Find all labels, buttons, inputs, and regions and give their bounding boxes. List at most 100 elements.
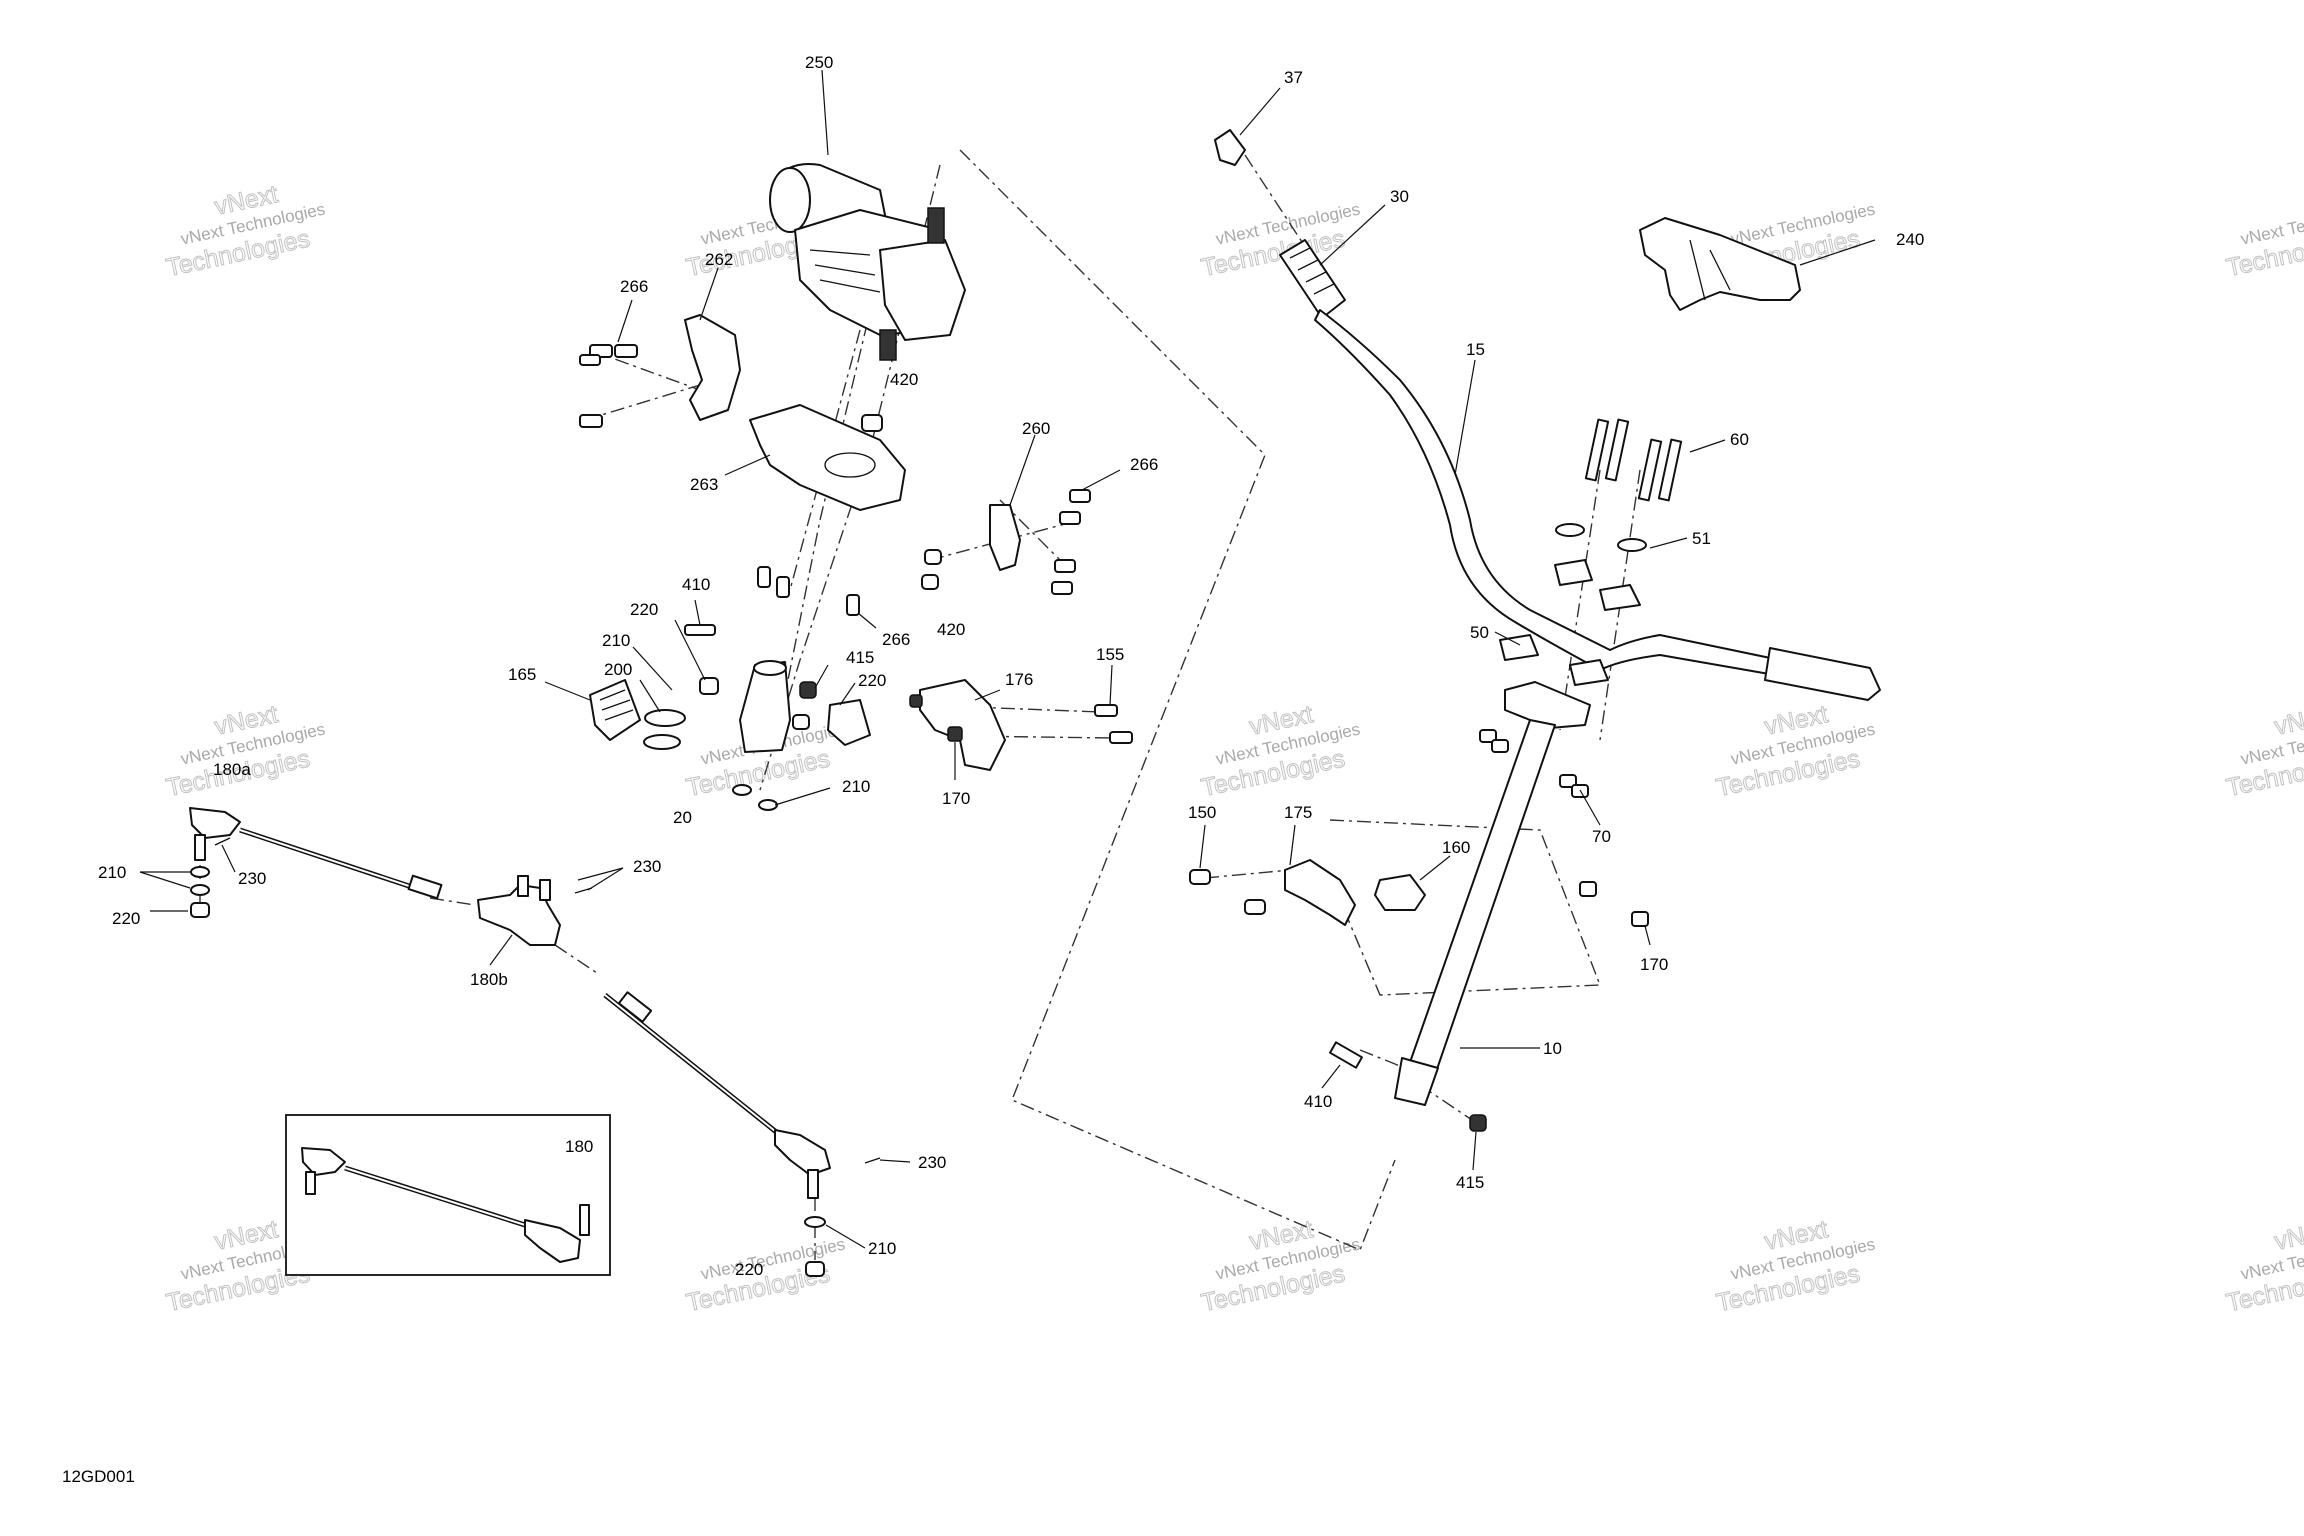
ring-200b (643, 734, 681, 750)
eps-ribs (809, 249, 881, 293)
callout-180b: 180b (470, 970, 508, 989)
assembly-line-410 (1359, 1049, 1411, 1071)
bolt-266b (1054, 559, 1076, 573)
leader-line (1289, 824, 1296, 866)
leader-line (1109, 664, 1113, 706)
nut-170-right-b (1631, 911, 1649, 927)
assembly-line-bracket-bolts2 (999, 499, 1071, 571)
callout-170b: 170 (1640, 955, 1668, 974)
watermark: vNext Technologies Technologies (683, 1235, 847, 1318)
bushing-165-ribs (599, 689, 634, 721)
diagram-code: 12GD001 (62, 1467, 135, 1486)
leader-line (1472, 1131, 1477, 1171)
leader-line (1239, 87, 1281, 136)
bolt-266c (757, 566, 771, 588)
clamp-50-bottom-right (1569, 659, 1609, 686)
leader-line (821, 69, 829, 156)
tie-rod-left-adjuster (407, 874, 443, 900)
callout-415: 415 (846, 648, 874, 667)
leader-line (699, 267, 719, 321)
leader-line (632, 646, 673, 691)
handlebar-assembly (1189, 129, 1881, 1132)
leader-line (1644, 925, 1651, 946)
callout-263: 263 (690, 475, 718, 494)
assembly-line-tierod-2 (554, 944, 601, 976)
bolt-60 (1604, 418, 1630, 482)
handlebar-grip-right (1764, 647, 1881, 701)
leader-line (774, 787, 831, 806)
callout-262: 262 (705, 250, 733, 269)
callout-180a: 180a (213, 760, 251, 779)
nut-170 (947, 726, 963, 742)
assembly-line-bolts-60 (1559, 469, 1601, 731)
washer-51 (1555, 523, 1585, 537)
callout-240: 240 (1896, 230, 1924, 249)
callout-180: 180 (565, 1137, 593, 1156)
tie-rod-end-right-stud (807, 1169, 819, 1199)
leader-line (639, 679, 661, 713)
rack-link-180b-stud2 (539, 879, 551, 901)
leader-line (1689, 439, 1726, 453)
inset-tie-rod-end-left (301, 1147, 346, 1176)
callout-420: 420 (890, 370, 918, 389)
nut-415 (799, 681, 817, 699)
bolt-266 (579, 354, 601, 366)
leader-line (839, 682, 856, 706)
bolt-150 (1189, 869, 1211, 885)
callout-155: 155 (1096, 645, 1124, 664)
inset-tie-rod-stud-right (579, 1204, 590, 1236)
callout-210d: 210 (868, 1239, 896, 1258)
callout-230b: 230 (633, 857, 661, 876)
assembly-line-bracket-bolts (929, 519, 1081, 561)
nut-170-right (1579, 881, 1597, 897)
washer-210 (732, 784, 752, 796)
callout-220c: 220 (112, 909, 140, 928)
bolt-266b (1051, 581, 1073, 595)
eps-input-shaft (927, 207, 945, 244)
leader-line (617, 299, 633, 343)
inset-tie-rod-end-right (524, 1219, 581, 1263)
callout-60: 60 (1730, 430, 1749, 449)
callout-210c: 210 (98, 863, 126, 882)
watermark: vNext vNext Technologies Technologies (1198, 1215, 1362, 1318)
eps-gear-case (879, 239, 966, 341)
assembly-line-gearbox3 (789, 329, 861, 591)
leader-line (674, 619, 706, 681)
bolt-266c (846, 594, 860, 616)
shaft-20 (739, 661, 791, 753)
clamp-50-bottom-left (1499, 634, 1539, 661)
callout-230: 230 (238, 869, 266, 888)
washer-210-right (804, 1216, 826, 1228)
watermark: vNext vNext Technologies Technologies (163, 180, 327, 283)
washer-210-left2 (190, 884, 210, 896)
callout-150: 150 (1188, 803, 1216, 822)
inset-180 (285, 1114, 611, 1276)
watermark-vnext: vNext (2272, 1215, 2304, 1256)
shaft-20-top (753, 660, 787, 676)
grommet-160 (1374, 874, 1426, 911)
callout-70: 70 (1592, 827, 1611, 846)
callout-200: 200 (604, 660, 632, 679)
callout-410b: 410 (1304, 1092, 1332, 1111)
lower-shaft (589, 660, 1133, 811)
callout-15: 15 (1466, 340, 1485, 359)
leader-line (1199, 824, 1206, 869)
bracket-263 (749, 404, 906, 511)
bolt-410-right (1329, 1041, 1363, 1069)
end-plug-37 (1214, 129, 1246, 166)
leader-line (974, 689, 1001, 701)
callout-210: 210 (602, 631, 630, 650)
callout-230c: 230 (918, 1153, 946, 1172)
bushing-165 (589, 679, 641, 741)
leader-line (694, 599, 701, 626)
nut-420 (861, 414, 883, 432)
tie-rod-end-180a (189, 807, 241, 839)
callout-10: 10 (1543, 1039, 1562, 1058)
callout-266c: 266 (882, 630, 910, 649)
bolts-left (579, 344, 1091, 636)
bolt-60 (1584, 418, 1610, 482)
callout-30: 30 (1390, 187, 1409, 206)
leader-line (814, 664, 829, 689)
callout-266b: 266 (1130, 455, 1158, 474)
bolt-266b (1069, 489, 1091, 503)
